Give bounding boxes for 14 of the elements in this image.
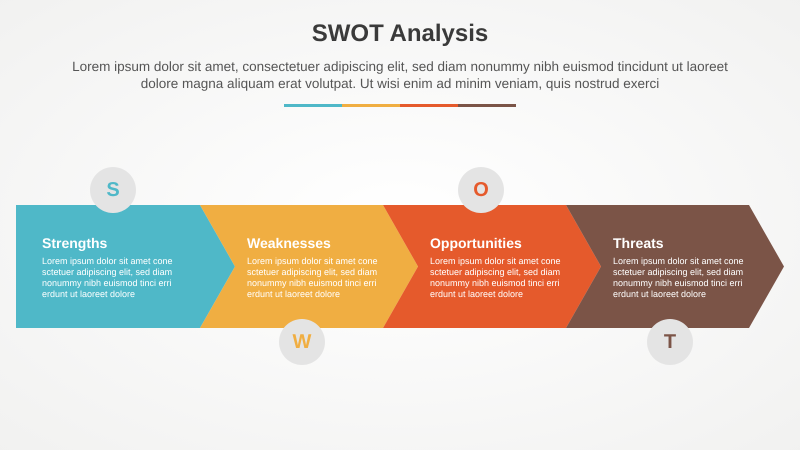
letter-circle: W [279,319,325,365]
segment-text: Lorem ipsum dolor sit amet cone sctetuer adipiscing elit, sed diam nonummy nibh euismod tinci erri erdunt ut laoreet dolore [430,256,562,300]
segment-heading: Weaknesses [247,235,331,251]
intro-paragraph: Lorem ipsum dolor sit amet, consectetuer adipiscing elit, sed diam nonummy nibh euismod tincidunt ut laoreet dolore magna aliquam erat volutpat. Ut wisi enim ad minim veniam, quis nostrud exerci [71,58,729,92]
segment-heading: Strengths [42,235,108,251]
title: SWOT Analysis [310,20,490,48]
segment-text: Lorem ipsum dolor sit amet cone sctetuer adipiscing elit, sed diam nonummy nibh euismod tinci erri erdunt ut laoreet dolore [247,256,379,300]
segment-heading: Threats [613,235,664,251]
letter-circle: T [647,319,693,365]
segment-text: Lorem ipsum dolor sit amet cone sctetuer adipiscing elit, sed diam nonummy nibh euismod tinci erri erdunt ut laoreet dolore [42,256,174,300]
letter-circle: O [458,167,504,213]
segment-text: Lorem ipsum dolor sit amet cone sctetuer adipiscing elit, sed diam nonummy nibh euismod tinci erri erdunt ut laoreet dolore [613,256,745,300]
letter-circle: S [90,167,136,213]
segment-heading: Opportunities [430,235,522,251]
